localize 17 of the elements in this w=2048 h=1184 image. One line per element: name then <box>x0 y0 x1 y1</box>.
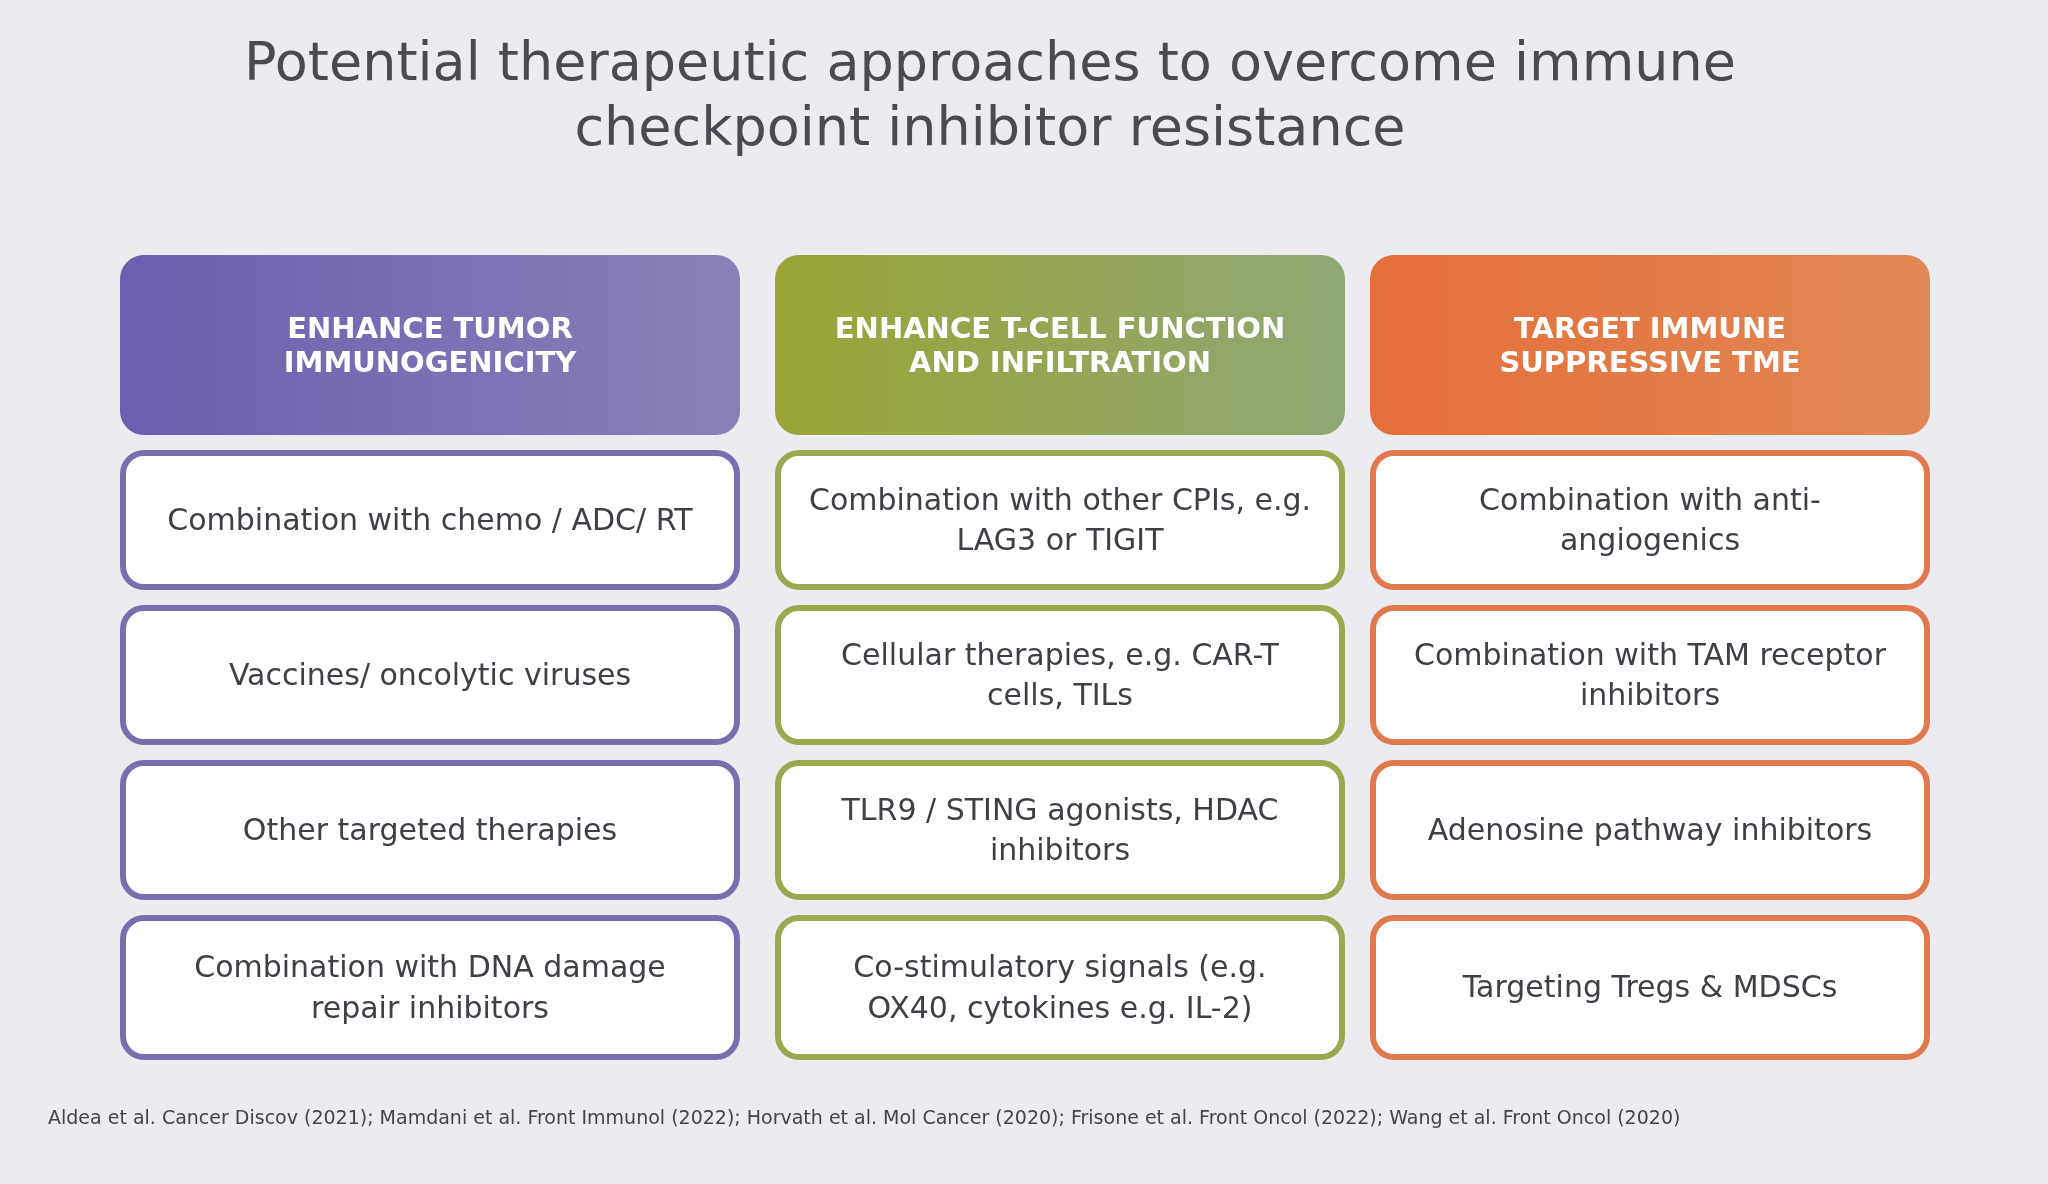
approach-box: Targeting Tregs & MDSCs <box>1370 915 1930 1060</box>
approach-box: Combination with anti-angiogenics <box>1370 450 1930 590</box>
approach-box: Other targeted therapies <box>120 760 740 900</box>
approach-box: Combination with TAM receptor inhibitors <box>1370 605 1930 745</box>
approach-box: Adenosine pathway inhibitors <box>1370 760 1930 900</box>
approach-box: TLR9 / STING agonists, HDAC inhibitors <box>775 760 1345 900</box>
slide-title: Potential therapeutic approaches to overcome immune checkpoint inhibitor resistance <box>243 30 1737 160</box>
approach-box: Combination with other CPIs, e.g. LAG3 or TIGIT <box>775 450 1345 590</box>
approach-box: Cellular therapies, e.g. CAR-T cells, TILs <box>775 605 1345 745</box>
category-header: TARGET IMMUNE SUPPRESSIVE TME <box>1370 255 1930 435</box>
approach-box: Combination with DNA damage repair inhibitors <box>120 915 740 1060</box>
approach-box: Co-stimulatory signals (e.g. OX40, cytokines e.g. IL-2) <box>775 915 1345 1060</box>
category-header: ENHANCE TUMOR IMMUNOGENICITY <box>120 255 740 435</box>
approach-box: Vaccines/ oncolytic viruses <box>120 605 740 745</box>
reference-note: Aldea et al. Cancer Discov (2021); Mamdani et al. Front Immunol (2022); Horvath et al. Mol Cancer (2020); Frisone et al. Front Oncol (2022); Wang et al. Front Oncol (2020) <box>48 1106 1681 1128</box>
approach-box: Combination with chemo / ADC/ RT <box>120 450 740 590</box>
category-header: ENHANCE T-CELL FUNCTION AND INFILTRATION <box>775 255 1345 435</box>
